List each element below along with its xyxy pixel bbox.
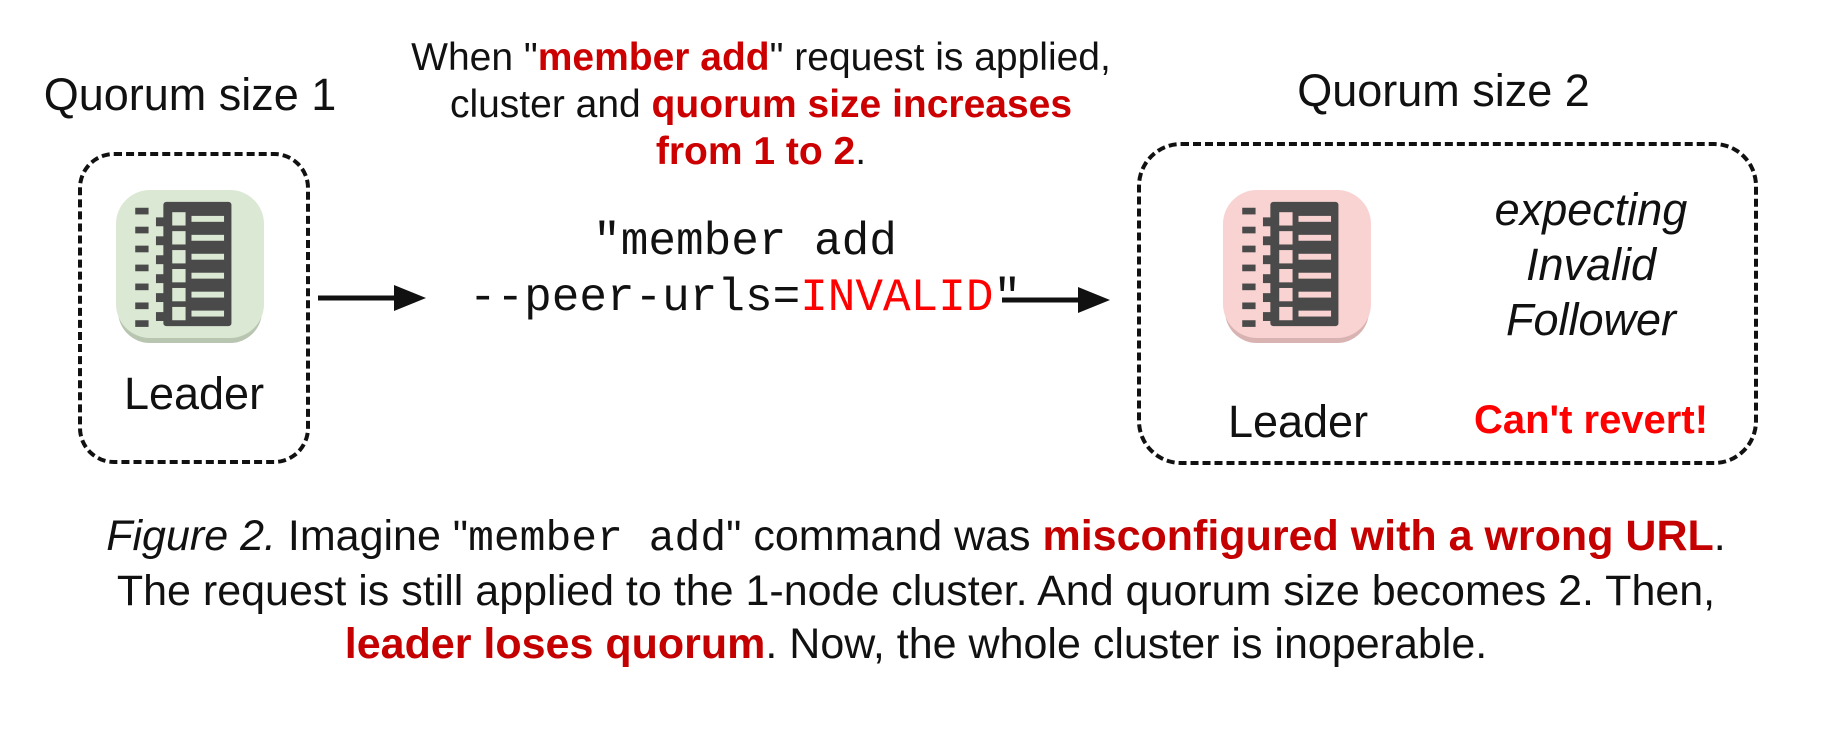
annotation-line-1: When "member add" request is applied, bbox=[411, 36, 1111, 79]
caption-misconfigured-highlight: misconfigured with a wrong URL bbox=[1042, 512, 1714, 560]
right-cluster-box: Leader expecting Invalid Follower Can't … bbox=[1137, 142, 1758, 465]
member-add-command: "member add --peer-urls=INVALID" bbox=[380, 214, 1110, 326]
highlight-member-add: member add bbox=[537, 36, 770, 79]
member-ledger-glyph bbox=[1242, 201, 1339, 327]
expecting-invalid-follower-text: expecting Invalid Follower bbox=[1494, 184, 1688, 345]
arrow-right-icon bbox=[318, 285, 426, 311]
command-line-2: --peer-urls=INVALID" bbox=[468, 272, 1021, 324]
caption-line-1: Figure 2. Imagine "member add" command w… bbox=[106, 512, 1726, 563]
caption-line-2: The request is still applied to the 1-no… bbox=[116, 567, 1716, 615]
annotation-line-3: from 1 to 2. bbox=[655, 130, 867, 173]
leader-label: Leader bbox=[123, 368, 265, 419]
left-cluster-box: Leader bbox=[78, 152, 310, 464]
command-line-1: "member add bbox=[593, 216, 897, 268]
caption-line-3: leader loses quorum. Now, the whole clus… bbox=[344, 620, 1488, 668]
highlight-from-1-to-2: from 1 to 2 bbox=[655, 130, 856, 173]
leader-node-icon bbox=[116, 190, 264, 338]
cant-revert-warning: Can't revert! bbox=[1473, 398, 1709, 442]
highlight-quorum-increase: quorum size increases bbox=[651, 83, 1073, 126]
member-ledger-glyph bbox=[135, 201, 232, 327]
leader-label: Leader bbox=[1227, 396, 1369, 447]
left-cluster-title: Quorum size 1 bbox=[43, 69, 337, 120]
figure-caption: Figure 2. Imagine "member add" command w… bbox=[0, 510, 1832, 671]
arrow-right-icon bbox=[1002, 287, 1110, 313]
invalid-url-text: INVALID bbox=[800, 272, 994, 324]
annotation-line-2: cluster and quorum size increases bbox=[449, 83, 1073, 126]
right-cluster-title: Quorum size 2 bbox=[1297, 65, 1590, 116]
leader-node-icon bbox=[1223, 190, 1371, 338]
annotation-text: When "member add" request is applied, cl… bbox=[386, 34, 1136, 175]
figure-label: Figure 2. bbox=[106, 512, 276, 560]
caption-loses-quorum-highlight: leader loses quorum bbox=[344, 620, 766, 668]
caption-member-add-code: member add bbox=[468, 514, 727, 563]
